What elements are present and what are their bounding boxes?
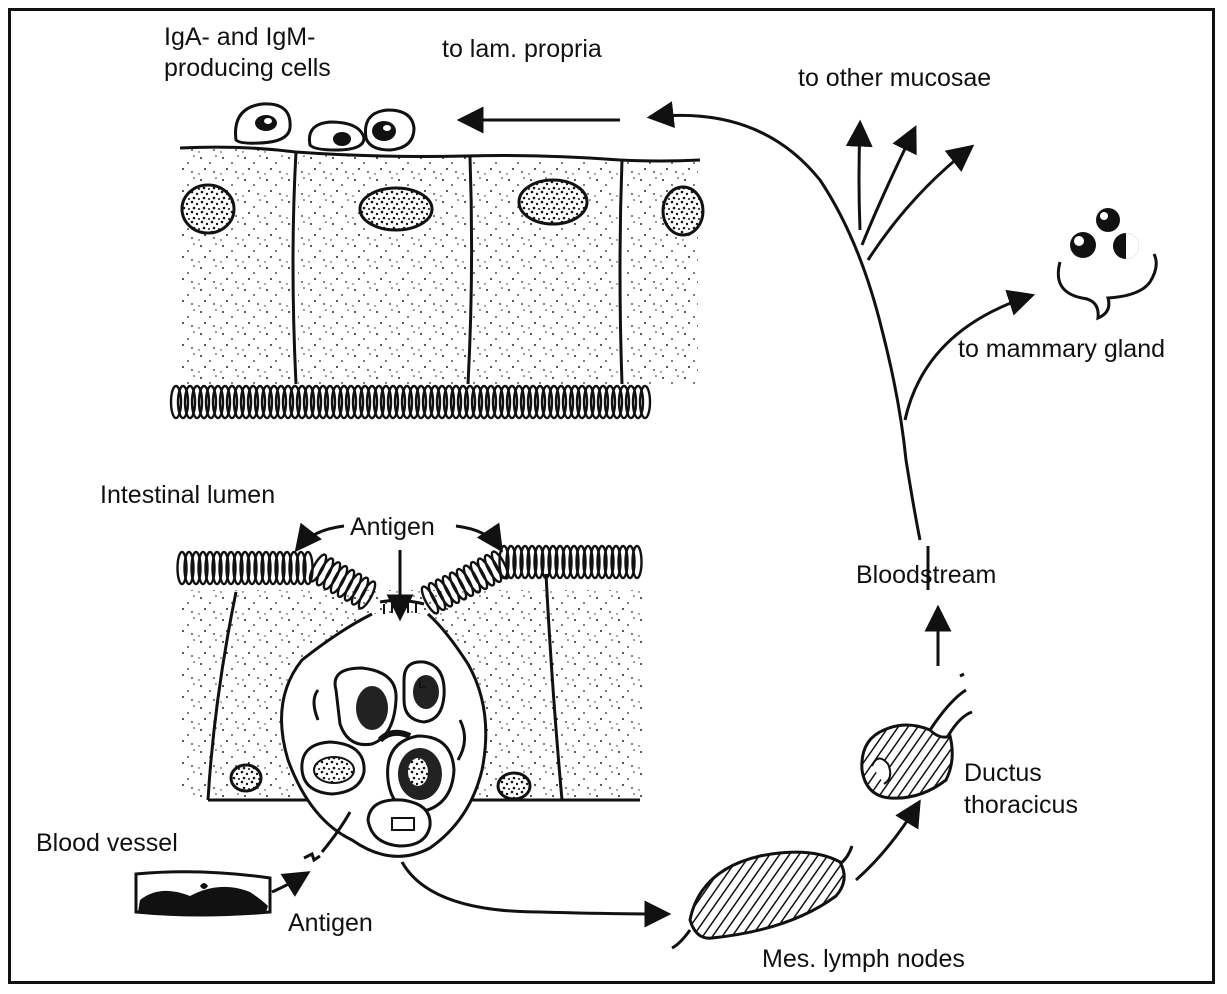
nucleus bbox=[663, 187, 703, 235]
nucleus bbox=[360, 188, 432, 230]
basal-membrane-coils bbox=[171, 386, 650, 418]
plasma-cell bbox=[309, 122, 364, 150]
label-ductus-line1: Ductus bbox=[964, 760, 1042, 788]
upper-epithelium bbox=[171, 147, 703, 418]
iga-igm-producing-cells bbox=[236, 104, 414, 150]
upper-cell-1 bbox=[180, 148, 292, 386]
blood-vessel bbox=[136, 812, 350, 915]
nucleus bbox=[519, 180, 587, 224]
label-blood-vessel: Blood vessel bbox=[36, 830, 178, 858]
label-to-mammary-gland: to mammary gland bbox=[958, 336, 1165, 364]
label-ductus-line2: thoracicus bbox=[964, 792, 1078, 820]
lower-epithelium bbox=[178, 546, 643, 856]
mesenteric-lymph-node bbox=[672, 804, 918, 948]
label-cell-marker: L bbox=[418, 676, 427, 691]
bloodstream-pathway bbox=[652, 115, 1030, 540]
label-bloodstream: Bloodstream bbox=[856, 562, 996, 590]
label-mes-lymph-nodes: Mes. lymph nodes bbox=[762, 946, 965, 974]
mammary-gland bbox=[1058, 208, 1156, 318]
plasma-cell bbox=[365, 110, 414, 150]
plasma-cell bbox=[236, 104, 291, 143]
nucleus bbox=[182, 185, 234, 233]
label-intestinal-lumen: Intestinal lumen bbox=[100, 482, 275, 510]
label-antigen-bottom: Antigen bbox=[288, 910, 373, 938]
label-antigen-top: Antigen bbox=[350, 514, 435, 542]
label-iga-igm-line1: IgA- and IgM- bbox=[164, 24, 315, 52]
label-to-lam-propria: to lam. propria bbox=[442, 36, 602, 64]
label-iga-igm-line2: producing cells bbox=[164, 55, 331, 83]
label-to-other-mucosae: to other mucosae bbox=[798, 65, 991, 93]
coil-loop bbox=[640, 386, 650, 418]
arrow-to-lymph-nodes bbox=[402, 862, 666, 914]
